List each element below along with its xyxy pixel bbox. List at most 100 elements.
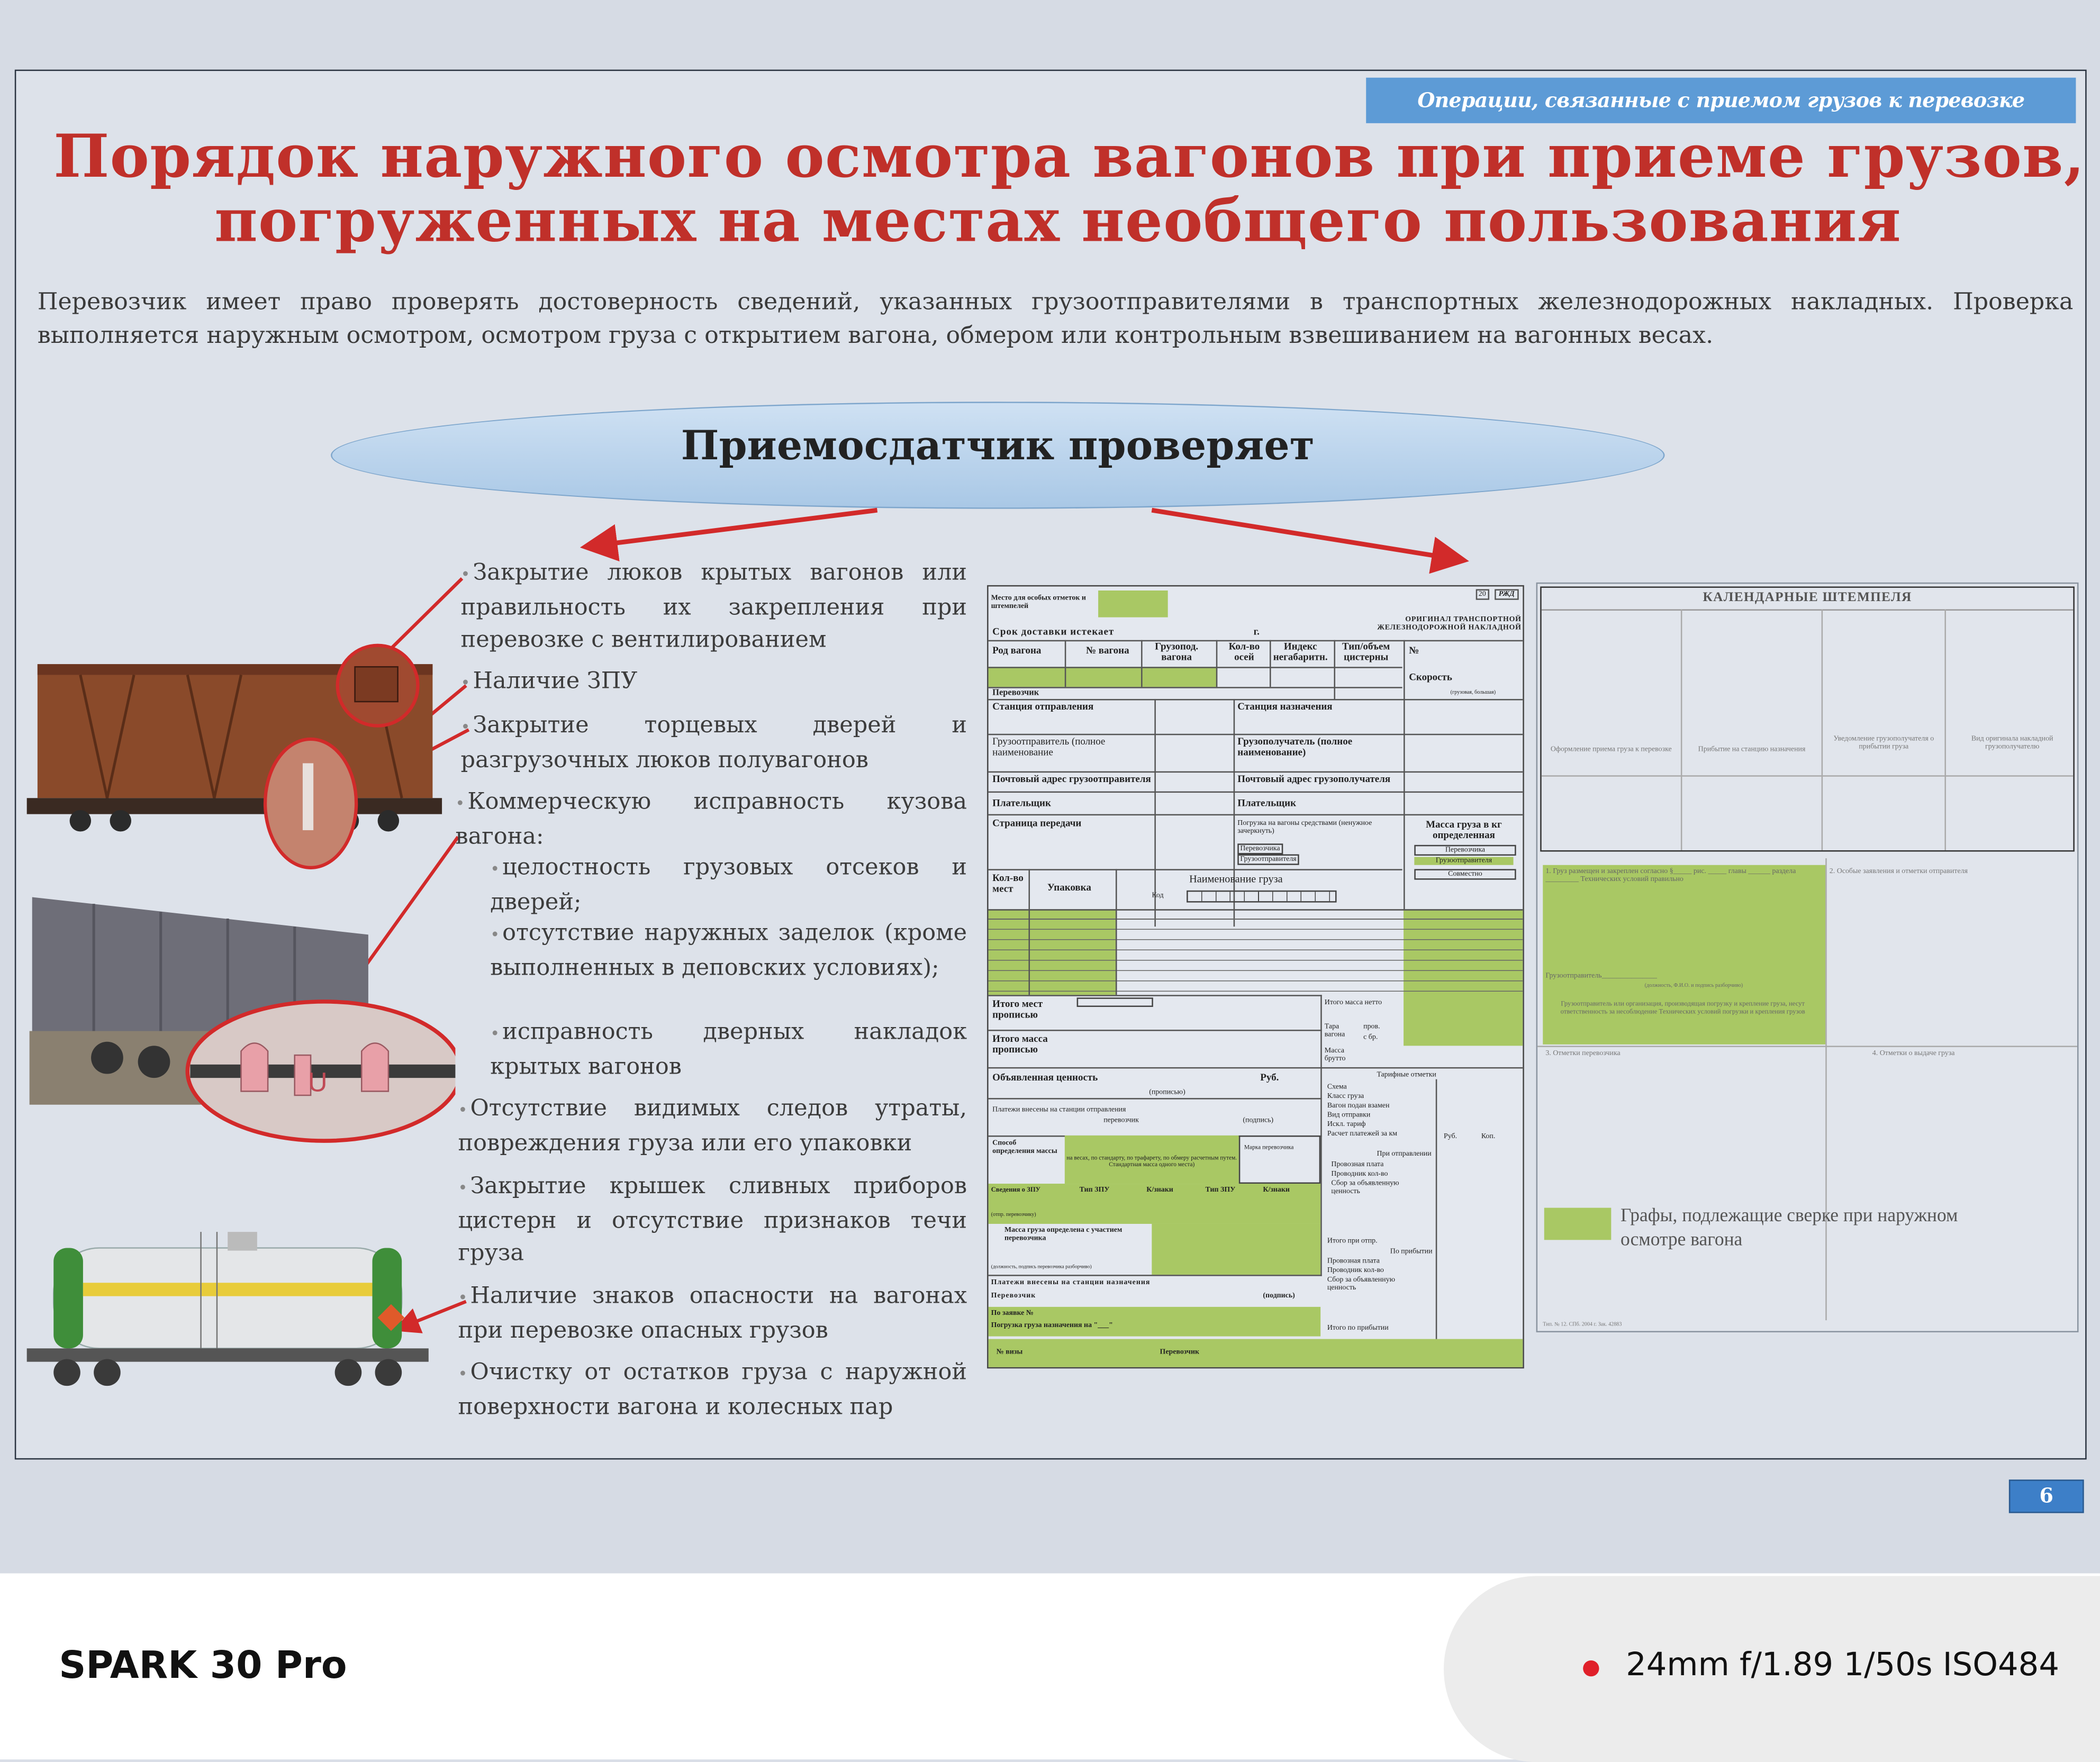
departure-row: Провозная плата <box>1331 1161 1384 1169</box>
paid-to-carrier-label: Перевозчик <box>991 1292 1036 1301</box>
checklist-item: •Закрытие люков крытых вагонов или прави… <box>460 559 967 653</box>
zpu-signs-1: К/знаки <box>1146 1186 1173 1195</box>
tariff-label: Тарифные отметки <box>1377 1071 1436 1079</box>
mass-method-options: на весах, по стандарту, по трафарету, по… <box>1066 1154 1237 1168</box>
kop-col: Коп. <box>1481 1132 1496 1141</box>
loading-date-label: Погрузка груза назначения на "___" <box>991 1321 1113 1330</box>
checklist-item: •Закрытие торцевых дверей и разгрузочных… <box>460 712 967 774</box>
mass-by-shipper: Грузоотправителя <box>1414 857 1514 865</box>
col-tank-type: Тип/объем цистерны <box>1342 640 1390 663</box>
legend-text: Графы, подлежащие сверке при наружном ос… <box>1621 1206 1958 1251</box>
imprint-text: Тип. № 12. СПб. 2004 г. Зак. 42883 <box>1543 1320 1622 1327</box>
section-2-text: 2. Особые заявления и отметки отправител… <box>1829 867 1968 876</box>
legend-swatch <box>1544 1207 1612 1240</box>
tank-car-image <box>26 1232 429 1386</box>
mass-with-hint: (должность, подпись перевозчика разборчи… <box>991 1264 1092 1270</box>
arrival-label: По прибытии <box>1390 1248 1433 1256</box>
loading-by-carrier: Перевозчика <box>1237 843 1283 855</box>
tariff-row: Искл. тариф <box>1327 1121 1366 1129</box>
visa-label: № визы <box>996 1348 1023 1357</box>
signature-2-hint: (подпись) <box>1263 1292 1295 1301</box>
departure-label: При отправлении <box>1377 1150 1432 1158</box>
calendar-stamps-panel: КАЛЕНДАРНЫЕ ШТЕМПЕЛЯ Оформление приема г… <box>1536 582 2079 1332</box>
page-number: 6 <box>2008 1479 2084 1513</box>
checklist-subitem: •отсутствие наружных заделок (кроме выпо… <box>490 920 967 981</box>
section-1-hint: (должность, Ф.И.О. и подпись разборчиво) <box>1644 981 1743 988</box>
carrier-label: Перевозчик <box>992 688 1039 698</box>
consignee-label: Грузополучатель (полное наименование) <box>1237 735 1353 758</box>
pointer-hazard <box>393 1300 467 1333</box>
departure-row: Проводник кол-во <box>1331 1170 1388 1178</box>
num-label: 20 <box>1476 589 1489 600</box>
rzd-label: РЖД <box>1495 589 1519 600</box>
zpu-type-1: Тип ЗПУ <box>1079 1186 1110 1195</box>
total-arrival-label: Итого по прибытии <box>1327 1324 1389 1332</box>
paid-to-label: Платежи внесены на станции назначения <box>991 1278 1151 1287</box>
zpu-signs-2: К/знаки <box>1263 1186 1290 1195</box>
calendar-title: КАЛЕНДАРНЫЕ ШТЕМПЕЛЯ <box>1541 588 2074 611</box>
gross-label: Масса брутто <box>1324 1047 1346 1064</box>
wagon-illustrations: U <box>26 643 456 1386</box>
zpu-hint: (отпр. перевозчику) <box>991 1210 1036 1218</box>
stamp-label: Прибытие на станцию назначения <box>1698 746 1806 754</box>
col-wagon-number: № вагона <box>1085 644 1129 656</box>
signature-hint: (подпись) <box>1243 1116 1274 1125</box>
section-tab: Операции, связанные с приемом грузов к п… <box>1366 77 2076 123</box>
checklist-subitem: •исправность дверных накладок крытых ваг… <box>490 1019 967 1080</box>
checklist-subitem: •целостность грузовых отсеков и дверей; <box>490 854 967 915</box>
order-label: По заявке № <box>991 1309 1034 1318</box>
visa-carrier-label: Перевозчик <box>1160 1348 1200 1357</box>
arrow-right <box>1151 507 1469 574</box>
arrival-row: Провозная плата <box>1327 1257 1380 1266</box>
col-number: № <box>1409 644 1419 656</box>
zpu-label: Сведения о ЗПУ <box>991 1187 1040 1195</box>
col-axles: Кол-во осей <box>1228 640 1260 663</box>
year-label: г. <box>1253 625 1260 638</box>
departure-row: Сбор за объявленную ценность <box>1331 1179 1399 1196</box>
declared-value-label: Объявленная ценность <box>992 1071 1098 1084</box>
shipper-label: Грузоотправитель (полное наименование <box>992 735 1106 758</box>
checklist-item: •Очистку от остатков груза с наружной по… <box>458 1359 967 1420</box>
total-mass-label: Итого масса прописью <box>992 1032 1048 1056</box>
mass-jointly: Совместно <box>1414 869 1516 880</box>
section-1-shipper: Грузоотправитель_______________ <box>1545 972 1658 980</box>
payer-2-label: Плательщик <box>1237 796 1297 809</box>
carrier-mark-label: Марка перевозчика <box>1244 1143 1294 1150</box>
tare-label: Тара вагона <box>1324 1023 1345 1039</box>
camera-info-pill <box>1443 1576 2100 1762</box>
arrival-row: Сбор за объявленную ценность <box>1327 1276 1395 1293</box>
col-capacity: Грузопод. вагона <box>1155 640 1199 663</box>
total-departure-label: Итого при отпр. <box>1327 1237 1378 1246</box>
special-marks-label: Место для особых отметок и штемпелей <box>991 594 1086 611</box>
col-oversize: Индекс негабаритн. <box>1273 640 1328 663</box>
camera-settings: 24mm f/1.89 1/50s ISO484 <box>1626 1646 2059 1683</box>
camera-model: SPARK 30 Pro <box>59 1643 347 1687</box>
original-label: ОРИГИНАЛ ТРАНСПОРТНОЙ ЖЕЛЕЗНОДОРОЖНОЙ НА… <box>1377 616 1522 632</box>
rub-col: Руб. <box>1443 1132 1458 1141</box>
tariff-row: Класс груза <box>1327 1092 1364 1101</box>
tariff-row: Вагон подан взамен <box>1327 1102 1390 1110</box>
loading-by-shipper: Грузоотправителя <box>1237 854 1299 865</box>
loading-label: Погрузка на вагоны средствами (ненужное … <box>1237 819 1372 836</box>
mass-by-label: Масса груза в кг определенная <box>1426 818 1502 841</box>
delivery-label: Срок доставки истекает <box>992 625 1115 638</box>
cargo-name-label: Наименование груза <box>1189 873 1283 885</box>
inspector-ellipse <box>331 402 1665 509</box>
code-label: Код <box>1152 892 1164 900</box>
tariff-row: Расчет платежей за км <box>1327 1130 1398 1139</box>
total-places-label: Итого мест прописью <box>992 997 1043 1021</box>
arrival-row: Проводник кол-во <box>1327 1266 1384 1275</box>
addr-shipper-label: Почтовый адрес грузоотправителя <box>992 773 1151 785</box>
packing-label: Упаковка <box>1047 881 1091 893</box>
stamp-label: Уведомление грузополучателя о прибытии г… <box>1833 735 1934 751</box>
addr-consignee-label: Почтовый адрес грузополучателя <box>1237 773 1391 785</box>
inspector-label: Приемосдатчик проверяет <box>681 423 1315 470</box>
section-4-text: 4. Отметки о выдаче груза <box>1872 1049 1955 1058</box>
station-from-label: Станция отправления <box>992 700 1094 713</box>
mass-by-carrier: Перевозчика <box>1414 844 1516 856</box>
stamp-label: Вид оригинала накладной грузополучателю <box>1971 735 2053 751</box>
net-mass-label: Итого масса нетто <box>1324 998 1382 1007</box>
page-title-line-2: погруженных на местах необщего пользован… <box>214 187 1902 256</box>
speed-label: Скорость <box>1409 670 1452 683</box>
